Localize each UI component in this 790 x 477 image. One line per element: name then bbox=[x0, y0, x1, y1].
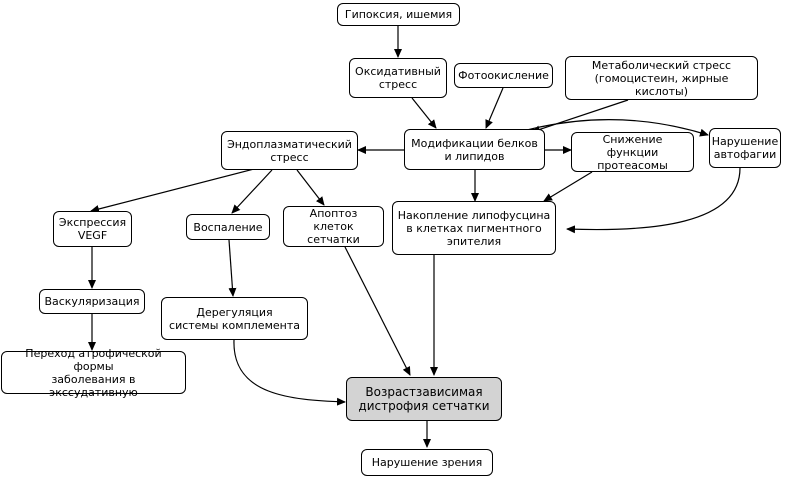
node-age-related-macular-degeneration: Возрастзависимая дистрофия сетчатки bbox=[346, 377, 502, 421]
edge-er-inflam bbox=[231, 169, 273, 214]
node-er-stress: Эндоплазматический стресс bbox=[221, 131, 358, 170]
edge-oxidative-modif bbox=[411, 97, 437, 129]
node-vision-impairment: Нарушение зрения bbox=[361, 449, 493, 476]
edge-modif-autophagy bbox=[526, 119, 709, 137]
edge-apoptosis-amd bbox=[344, 246, 411, 376]
node-inflammation: Воспаление bbox=[186, 214, 270, 240]
node-vegf-expression: Экспрессия VEGF bbox=[53, 211, 132, 247]
edge-er-vegf bbox=[90, 167, 259, 213]
edge-autophagy-lipofuscin bbox=[566, 167, 741, 234]
node-metabolic-stress: Метаболический стресс (гомоцистеин, жирн… bbox=[565, 56, 758, 100]
node-vascularization: Васкуляризация bbox=[39, 289, 145, 314]
node-protein-lipid-modification: Модификации белков и липидов bbox=[404, 129, 545, 170]
node-photooxidation: Фотоокисление bbox=[454, 63, 553, 88]
edge-metabolic-modif bbox=[531, 99, 629, 134]
node-oxidative-stress: Оксидативный стресс bbox=[349, 58, 447, 98]
node-exudative-transition: Переход атрофической формы заболевания в… bbox=[1, 347, 186, 399]
edge-photo-modif bbox=[485, 87, 504, 129]
node-autophagy-disorder: Нарушение автофагии bbox=[709, 128, 781, 168]
node-proteasome-decline: Снижение функции протеасомы bbox=[571, 132, 694, 172]
edge-proteasome-lipofuscin bbox=[543, 171, 593, 202]
edge-er-apoptosis bbox=[296, 169, 325, 206]
edge-inflam-complement bbox=[228, 239, 237, 297]
node-hypoxia: Гипоксия, ишемия bbox=[337, 3, 460, 26]
node-complement-dysregulation: Дерегуляция системы комплемента bbox=[161, 297, 308, 340]
node-retinal-apoptosis: Апоптоз клеток сетчатки bbox=[283, 206, 384, 247]
node-lipofuscin-accumulation: Накопление липофусцина в клетках пигмент… bbox=[392, 201, 556, 255]
edge-complement-amd bbox=[233, 339, 346, 406]
